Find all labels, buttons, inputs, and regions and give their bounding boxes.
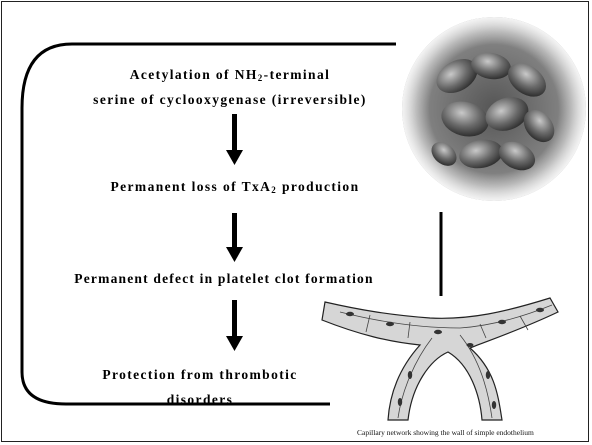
capillary-caption: Capillary network showing the wall of si…: [357, 428, 534, 437]
capillary-network-drawing: [320, 290, 592, 425]
step-acetylation: Acetylation of NH2-terminal serine of cy…: [60, 64, 400, 110]
rbc-sem-image: [399, 14, 589, 204]
arrow-down-icon: [226, 300, 244, 352]
step-protection: Protection from thrombotic disorders: [70, 362, 330, 412]
arrow-down-icon: [226, 114, 244, 166]
arrow-down-icon: [226, 213, 244, 263]
step-txa2-loss: Permanent loss of TxA2 production: [40, 176, 430, 201]
step-clot-defect: Permanent defect in platelet clot format…: [8, 268, 440, 289]
